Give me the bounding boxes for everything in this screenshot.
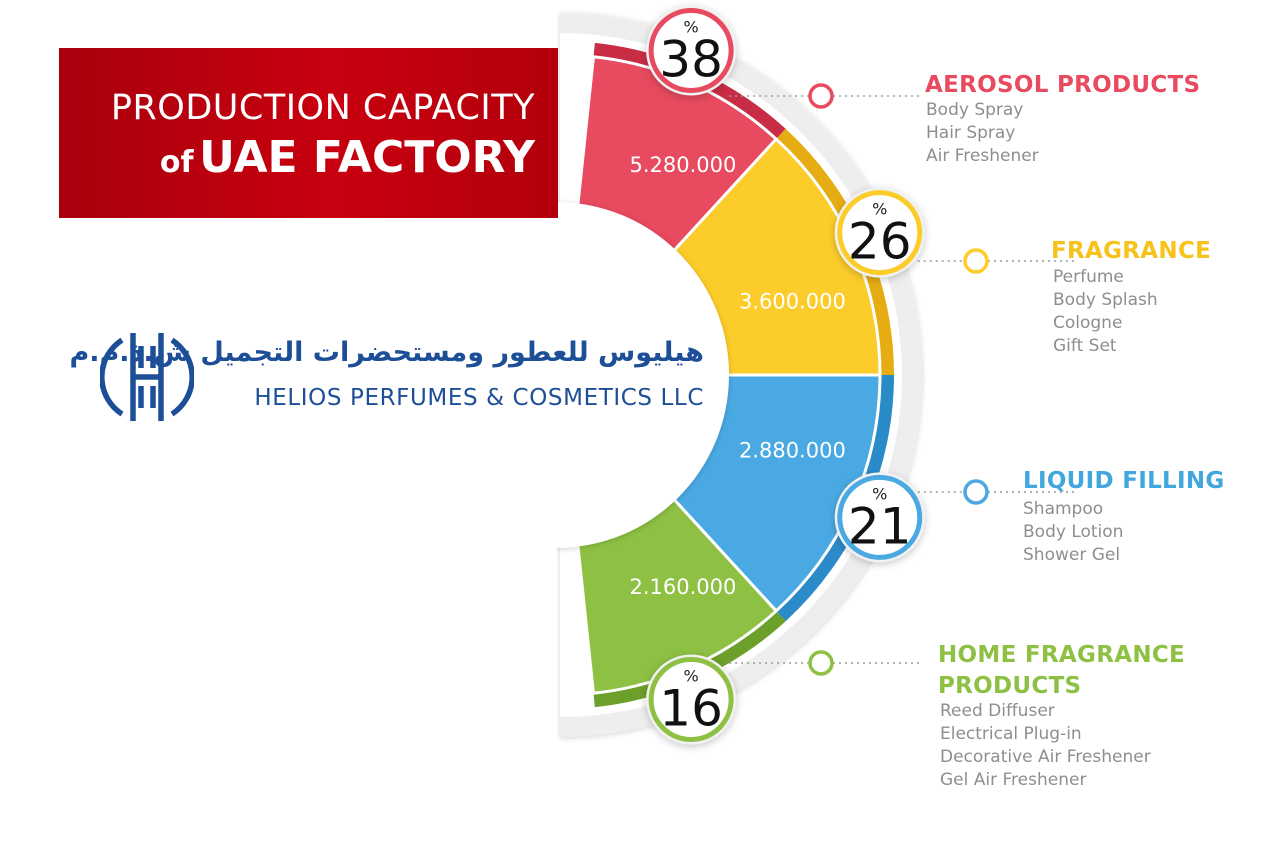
legend-dot xyxy=(808,650,834,676)
percent-bubble xyxy=(837,474,923,560)
legend-dot xyxy=(963,479,989,505)
legend-title-aerosol: AEROSOL PRODUCTS xyxy=(925,72,1201,98)
legend-item: Body Lotion xyxy=(1023,522,1124,542)
banner-factory-word: UAE FACTORY xyxy=(199,132,535,183)
legend-item: Gift Set xyxy=(1053,336,1117,356)
percent-sign: % xyxy=(872,200,887,219)
banner-title-line2: of UAE FACTORY xyxy=(160,132,535,183)
legend-item: Decorative Air Freshener xyxy=(940,747,1151,767)
legend-items-home: Reed Diffuser Electrical Plug-in Decorat… xyxy=(940,700,1151,792)
percent-sign: % xyxy=(684,667,699,686)
legend-item: Gel Air Freshener xyxy=(940,770,1087,790)
legend-item: Shampoo xyxy=(1023,499,1104,519)
legend-items-fragrance: Perfume Body Splash Cologne Gift Set xyxy=(1053,266,1158,358)
legend-item: Hair Spray xyxy=(926,123,1016,143)
percent-bubble xyxy=(648,7,734,93)
legend-item: Shower Gel xyxy=(1023,545,1121,565)
banner-title-line1: PRODUCTION CAPACITY xyxy=(110,88,535,128)
legend-item: Perfume xyxy=(1053,267,1124,287)
percent-sign: % xyxy=(872,484,887,503)
company-name-arabic: هيليوس للعطور ومستحضرات التجميل ش.ذ.م.م xyxy=(69,337,704,368)
legend-title-liquid: LIQUID FILLING xyxy=(1023,468,1225,494)
percent-bubble xyxy=(837,190,923,276)
legend-item: Electrical Plug-in xyxy=(940,724,1082,744)
legend-item: Reed Diffuser xyxy=(940,701,1055,721)
percent-value: 16 xyxy=(659,680,723,738)
sector-amount-label: 2.160.000 xyxy=(629,575,736,599)
sector-amount-label: 5.280.000 xyxy=(629,153,736,177)
legend-title-home-line1: HOME FRAGRANCE xyxy=(938,642,1186,668)
legend-dot xyxy=(808,83,834,109)
legend-title-home-line2: PRODUCTS xyxy=(938,673,1082,699)
center-mask xyxy=(0,212,557,542)
percent-sign: % xyxy=(684,17,699,36)
title-banner: PRODUCTION CAPACITY of UAE FACTORY xyxy=(59,48,558,218)
legend-items-aerosol: Body Spray Hair Spray Air Freshener xyxy=(926,99,1039,168)
percent-bubble xyxy=(648,657,734,743)
legend-title-fragrance: FRAGRANCE xyxy=(1051,238,1212,264)
company-name-english: HELIOS PERFUMES & COSMETICS LLC xyxy=(254,385,704,411)
legend-item: Body Splash xyxy=(1053,290,1158,310)
sector-amount-label: 2.880.000 xyxy=(739,438,846,462)
legend-item: Air Freshener xyxy=(926,146,1039,166)
banner-of-word: of xyxy=(159,145,194,180)
percent-value: 21 xyxy=(848,497,912,555)
sector-amount-label: 3.600.000 xyxy=(739,290,846,314)
legend-dot xyxy=(963,248,989,274)
legend-item: Body Spray xyxy=(926,100,1024,120)
legend-item: Cologne xyxy=(1053,313,1123,333)
legend-items-liquid: Shampoo Body Lotion Shower Gel xyxy=(1023,498,1123,567)
helios-h-logo-icon xyxy=(100,333,194,421)
percent-value: 38 xyxy=(659,30,723,88)
percent-value: 26 xyxy=(848,213,912,271)
